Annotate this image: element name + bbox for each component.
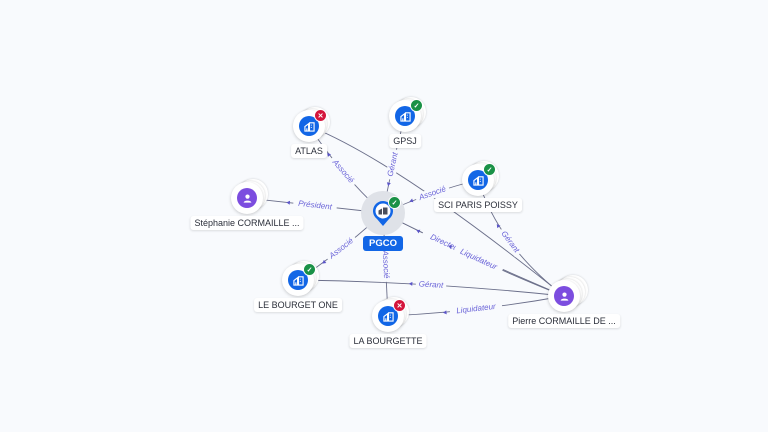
company-avatar <box>378 306 398 326</box>
edge-label: Gérant <box>419 279 445 289</box>
edge-label-bg <box>384 148 402 181</box>
node-circle[interactable]: ✓ <box>282 263 316 296</box>
node-label[interactable]: Stéphanie CORMAILLE ... <box>190 216 304 230</box>
edge-label: Président <box>298 199 333 212</box>
node-circle[interactable]: ✓ <box>389 99 423 132</box>
building-icon <box>292 275 304 286</box>
edge-label-bg <box>452 244 505 275</box>
node-label[interactable]: GPSJ <box>389 134 421 148</box>
node-circle[interactable]: ✕ <box>372 299 406 332</box>
node-label[interactable]: SCI PARIS POISSY <box>434 198 522 212</box>
status-active-icon: ✓ <box>388 196 401 209</box>
edge-label: Liquidateur <box>456 302 497 315</box>
edge-arrow-icon <box>386 182 391 187</box>
person-icon <box>243 194 251 203</box>
status-active-icon: ✓ <box>483 163 496 176</box>
edge-label: Associé <box>330 157 356 185</box>
map-pin-icon <box>373 201 393 226</box>
building-icon <box>303 121 315 132</box>
edge-arrow-icon <box>409 198 414 203</box>
edge-label-bg <box>379 246 392 283</box>
edge-label-bg <box>449 301 503 317</box>
edge-arrow-icon <box>448 245 453 249</box>
person-avatar <box>554 286 574 306</box>
node-label[interactable]: Pierre CORMAILLE DE ... <box>508 314 620 328</box>
node-circle[interactable]: ✓ <box>462 163 496 196</box>
edge-arrow-icon <box>327 152 331 157</box>
edge-arrow-icon <box>408 281 413 286</box>
node-label[interactable]: ATLAS <box>291 144 327 158</box>
status-active-icon: ✓ <box>410 99 423 112</box>
edge-arrow-icon <box>496 224 501 229</box>
company-avatar <box>299 116 319 136</box>
building-icon <box>472 175 484 186</box>
edge-label-bg <box>415 279 447 291</box>
status-active-icon: ✓ <box>303 263 316 276</box>
edge-label-bg <box>324 233 359 264</box>
person-icon <box>560 292 568 301</box>
edge-label: Associé <box>327 236 356 261</box>
status-inactive-icon: ✕ <box>314 109 327 122</box>
edge-label-bg <box>496 226 524 258</box>
center-node-label[interactable]: PGCO <box>363 236 403 251</box>
node-circle[interactable] <box>548 280 580 312</box>
person-avatar <box>237 188 257 208</box>
building-icon <box>382 311 394 322</box>
node-label[interactable]: LA BOURGETTE <box>349 334 427 348</box>
edge-arrow-icon <box>286 200 291 205</box>
company-avatar <box>395 106 415 126</box>
company-avatar <box>468 170 488 190</box>
edge-label: Liquidateur <box>459 247 499 272</box>
edge-arrow-icon <box>322 259 327 264</box>
edge-label-bg <box>414 183 451 204</box>
company-avatar <box>288 270 308 290</box>
status-inactive-icon: ✕ <box>393 299 406 312</box>
edge-pierre-atlas[interactable] <box>308 125 565 297</box>
node-circle[interactable]: ✕ <box>293 109 327 142</box>
edge-arrow-icon <box>443 310 447 315</box>
edge-label-bg <box>327 155 359 188</box>
building-icon <box>399 111 411 122</box>
node-circle[interactable] <box>231 182 263 214</box>
edge-arrow-icon <box>416 229 421 234</box>
edge-label-bg <box>292 198 338 213</box>
node-label[interactable]: LE BOURGET ONE <box>254 298 342 312</box>
edge-label: Associé <box>381 249 391 279</box>
